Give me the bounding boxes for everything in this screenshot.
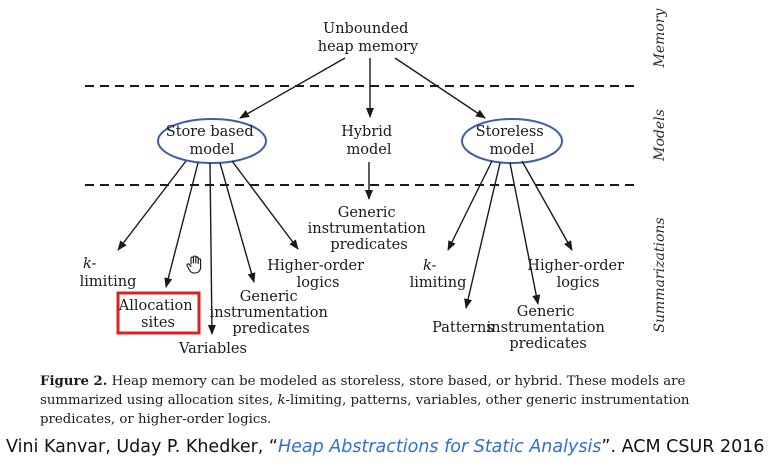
store-based-model-line-2: model (190, 142, 235, 158)
side-label-memory: Memory (652, 7, 668, 68)
caption-text-part-2: -limiting, patterns, variables, other ge… (40, 393, 690, 427)
store-based-edges (117, 160, 299, 335)
figure-caption: Figure 2. Heap memory can be modeled as … (40, 372, 740, 429)
root-line-1: Unbounded (323, 21, 408, 37)
storeless-patterns: Patterns (432, 320, 494, 336)
storeless-generic-instrumentation: Generic instrumentation predicates (487, 304, 610, 352)
citation: Vini Kanvar, Uday P. Khedker, “Heap Abst… (6, 437, 765, 457)
root-edges (239, 57, 486, 119)
storeless-edges (447, 160, 573, 309)
figure-label: Figure 2. (40, 374, 108, 389)
side-label-summarizations: Summarizations (652, 217, 668, 332)
hybrid-model-line-2: model (347, 142, 392, 158)
citation-title[interactable]: Heap Abstractions for Static Analysis (277, 437, 602, 457)
root-node: Unbounded heap memory (318, 21, 419, 55)
storeless-model: Storeless model (476, 124, 549, 158)
storeless-k-limiting: k- limiting (410, 258, 467, 291)
hybrid-model: Hybrid model (341, 124, 397, 158)
store-variables: Variables (178, 341, 247, 357)
store-based-model: Store based model (166, 124, 258, 158)
store-based-model-line-1: Store based (166, 124, 254, 140)
allocation-sites-highlight (116, 291, 201, 335)
heap-abstraction-diagram: Unbounded heap memory Store based model … (80, 7, 668, 357)
hybrid-model-line-1: Hybrid (341, 124, 392, 140)
storeless-model-ellipse (461, 118, 563, 164)
side-label-models: Models (652, 109, 668, 162)
storeless-higher-order-logics: Higher-order logics (527, 258, 628, 291)
store-allocation-sites: Allocation sites (118, 298, 197, 331)
hand-cursor-icon (186, 255, 202, 274)
root-line-2: heap memory (318, 39, 419, 55)
storeless-model-line-1: Storeless (476, 124, 544, 140)
store-generic-instrumentation: Generic instrumentation predicates (210, 289, 333, 337)
citation-venue: ”. ACM CSUR 2016 (601, 437, 765, 457)
caption-k: k (277, 393, 286, 408)
store-higher-order-logics: Higher-order logics (267, 258, 368, 291)
caption-text-part-1: Heap memory can be modeled as storeless,… (40, 374, 686, 408)
citation-authors: Vini Kanvar, Uday P. Khedker, “ (6, 437, 278, 457)
hybrid-generic-instrumentation: Generic instrumentation predicates (308, 205, 431, 253)
storeless-model-line-2: model (490, 142, 535, 158)
store-based-model-ellipse (157, 118, 267, 164)
store-k-limiting: k- limiting (80, 256, 137, 290)
